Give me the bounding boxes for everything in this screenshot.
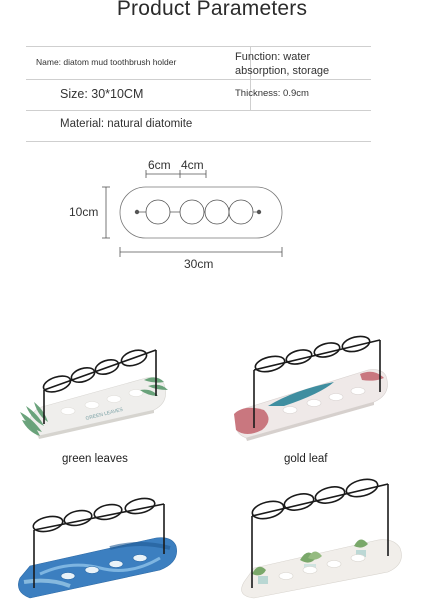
param-function: Function: water absorption, storage xyxy=(235,50,329,78)
dim-hole-diameter: 4cm xyxy=(181,158,204,172)
hole-circle xyxy=(145,199,171,225)
table-divider xyxy=(26,46,371,47)
table-column-divider xyxy=(250,46,251,110)
variant-label-green-leaves: green leaves xyxy=(62,453,128,465)
param-name: Name: diatom mud toothbrush holder xyxy=(36,57,177,67)
product-image-blue-marble xyxy=(18,497,177,599)
param-function-line1: Function: water xyxy=(235,51,311,63)
hole-circle xyxy=(228,199,254,225)
plant-decoration xyxy=(252,539,368,584)
dim-length: 30cm xyxy=(184,257,213,271)
table-divider xyxy=(26,110,371,111)
table-divider xyxy=(26,141,371,142)
hole-circle xyxy=(204,199,230,225)
param-thickness: Thickness: 0.9cm xyxy=(235,88,309,99)
param-material: Material: natural diatomite xyxy=(60,118,193,130)
product-image-gold-leaf xyxy=(234,335,388,441)
variant-label-gold-leaf: gold leaf xyxy=(284,453,328,465)
product-image-green-leaves: GREEN LEAVES xyxy=(20,349,168,439)
dim-width: 10cm xyxy=(69,205,98,219)
param-function-line2: absorption, storage xyxy=(235,65,330,77)
parameter-table: Name: diatom mud toothbrush holder Funct… xyxy=(26,46,371,142)
param-size: Size: 30*10CM xyxy=(60,87,144,101)
table-divider xyxy=(26,79,371,80)
dim-hole-spacing: 6cm xyxy=(148,158,171,172)
dimension-drawing: 6cm 4cm 10cm 30cm xyxy=(69,158,283,271)
page-title: Product Parameters xyxy=(116,0,308,20)
product-image-potted-plants xyxy=(241,478,402,599)
hole-circle xyxy=(179,199,205,225)
